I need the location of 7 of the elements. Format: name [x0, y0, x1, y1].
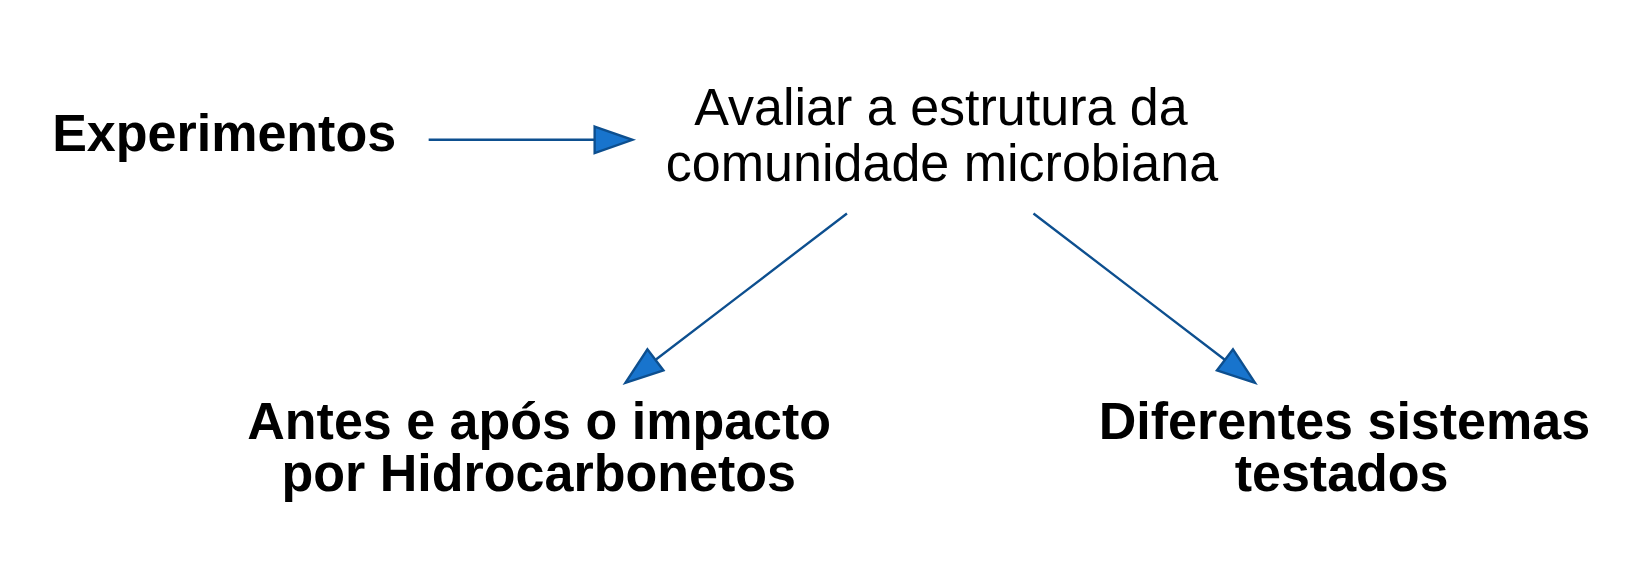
arrow: [428, 124, 637, 155]
node-text: Avaliar a estrutura da comunidade microbiana: [665, 77, 1219, 192]
arrow: [622, 212, 848, 385]
node-text: Antes e após o impacto por Hidrocarbonetos: [247, 391, 832, 502]
node-text: Diferentes sistemas testados: [1098, 391, 1591, 502]
node-text: Experimentos: [52, 103, 397, 162]
arrow: [1032, 212, 1258, 385]
